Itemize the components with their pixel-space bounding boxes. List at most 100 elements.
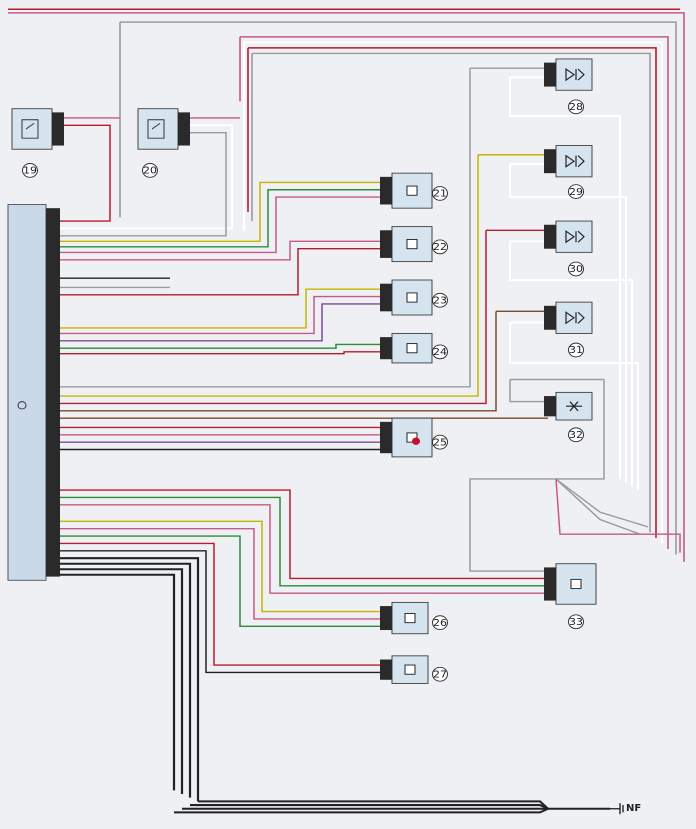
wire xyxy=(509,163,627,483)
ground-icon xyxy=(610,803,624,815)
component-connector xyxy=(380,606,392,631)
component-23: 23 xyxy=(380,279,448,316)
component-connector xyxy=(380,230,392,258)
relay-symbol-icon xyxy=(147,119,165,139)
component-29: 29 xyxy=(544,145,593,199)
component-19: 19 xyxy=(11,108,64,178)
wire xyxy=(60,573,176,791)
wire xyxy=(509,379,548,403)
component-connector xyxy=(380,176,392,205)
component-number-badge xyxy=(432,666,448,682)
wire xyxy=(60,528,380,620)
injector-symbol-icon xyxy=(565,230,585,244)
ground-label: NF xyxy=(626,803,642,815)
component-number: 22 xyxy=(433,241,447,252)
sensor-symbol-icon xyxy=(404,664,416,675)
component-number: 32 xyxy=(569,429,583,440)
component-number: 31 xyxy=(569,345,583,356)
wire xyxy=(198,800,549,810)
injector-symbol-icon xyxy=(565,154,585,168)
wire xyxy=(555,478,649,528)
wire xyxy=(60,343,380,349)
component-number: 33 xyxy=(569,616,583,627)
wire xyxy=(60,248,380,296)
wire xyxy=(60,240,380,261)
sensor-symbol-icon xyxy=(406,292,418,303)
injector-harness xyxy=(60,67,681,572)
wire xyxy=(60,295,380,335)
ecu-body xyxy=(7,204,47,581)
component-number-badge xyxy=(568,184,584,199)
sensor-symbol-icon xyxy=(404,612,416,624)
component-22: 22 xyxy=(380,226,448,263)
component-number: 19 xyxy=(23,165,37,176)
relay-harness xyxy=(60,117,240,237)
component-body xyxy=(11,108,53,150)
sensor-harness xyxy=(60,181,380,451)
wire xyxy=(60,535,380,628)
wire xyxy=(509,322,639,491)
component-33: 33 xyxy=(544,563,597,630)
ecu-marker-icon xyxy=(17,401,27,410)
wire xyxy=(509,241,633,487)
component-28: 28 xyxy=(544,58,593,115)
wire xyxy=(60,230,487,405)
wire xyxy=(60,496,548,587)
wire xyxy=(60,562,192,798)
wire xyxy=(555,478,641,535)
wire xyxy=(60,520,380,613)
component-connector xyxy=(380,659,392,680)
wire xyxy=(60,311,497,412)
wire xyxy=(60,68,471,388)
component-25: 25 xyxy=(380,417,448,458)
component-number-badge xyxy=(22,163,38,178)
wire xyxy=(60,124,111,222)
component-24: 24 xyxy=(380,332,448,364)
wire xyxy=(60,557,200,802)
component-connector xyxy=(544,396,556,417)
wire xyxy=(60,542,380,666)
wire xyxy=(60,303,380,342)
top-bundle xyxy=(8,8,685,562)
sensor-symbol-icon xyxy=(406,432,418,443)
ecu-connector xyxy=(46,208,60,577)
component-number: 27 xyxy=(433,669,447,680)
component-number: 28 xyxy=(569,101,583,112)
component-connector xyxy=(544,224,556,249)
component-number-badge xyxy=(432,434,448,450)
component-30: 30 xyxy=(544,220,593,277)
wire xyxy=(240,36,669,549)
component-number-badge xyxy=(568,261,584,277)
component-connector xyxy=(380,421,392,454)
component-number-badge xyxy=(568,427,584,443)
component-number: 20 xyxy=(143,165,157,176)
sensor-symbol-icon xyxy=(406,239,418,250)
component-number: 30 xyxy=(569,264,583,275)
component-27: 27 xyxy=(380,655,448,684)
component-number: 24 xyxy=(433,346,447,357)
component-connector xyxy=(544,567,556,601)
component-connector xyxy=(544,149,556,174)
component-number: 21 xyxy=(433,188,447,199)
wire xyxy=(60,189,380,248)
component-21: 21 xyxy=(380,172,448,209)
component-number-badge xyxy=(432,292,448,308)
component-20: 20 xyxy=(137,108,190,178)
ecu-unit xyxy=(7,204,60,581)
wire xyxy=(509,77,621,479)
wire xyxy=(248,47,657,538)
lower-harness xyxy=(60,489,548,674)
component-number-badge xyxy=(568,614,584,630)
component-connector xyxy=(380,283,392,312)
injector-symbol-icon xyxy=(565,67,585,82)
component-number-badge xyxy=(432,344,448,360)
wire xyxy=(252,52,651,533)
wire xyxy=(60,351,380,355)
component-connector xyxy=(544,62,556,87)
component-number-badge xyxy=(432,186,448,201)
wire xyxy=(60,154,479,397)
component-number-badge xyxy=(432,615,448,631)
component-number-badge xyxy=(432,239,448,255)
component-connector xyxy=(178,112,190,146)
